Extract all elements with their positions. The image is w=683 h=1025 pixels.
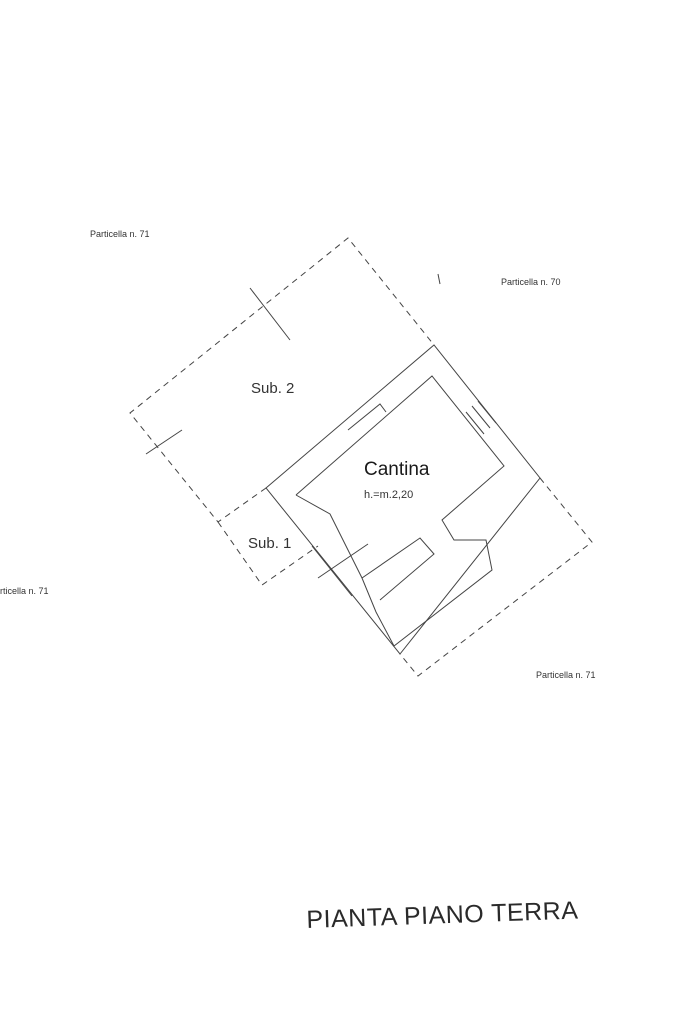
tick-mark-top [249, 287, 291, 341]
label-particella-71-top: Particella n. 71 [90, 229, 150, 239]
label-particella-70: Particella n. 70 [501, 277, 561, 287]
room-height: h.=m.2,20 [364, 489, 414, 501]
sub1-dashed-boundary [217, 521, 319, 586]
sub2-dashed-boundary [129, 237, 435, 523]
tick-mark-bottom-1 [317, 543, 369, 579]
courtyard-dashed-boundary [399, 477, 593, 677]
label-sub-2: Sub. 2 [251, 380, 295, 397]
inner-partition [361, 537, 435, 601]
label-particella-71-left: rticella n. 71 [0, 586, 49, 596]
room-name-cantina: Cantina [364, 459, 430, 480]
tick-mark-bottom-2 [311, 545, 353, 597]
label-particella-71-bottom: Particella n. 71 [536, 670, 596, 680]
tick-mark-left [145, 429, 183, 455]
arrow-mark [437, 273, 441, 285]
window-line-3 [477, 400, 497, 424]
window-line-2 [471, 405, 491, 429]
wall-niche [347, 403, 387, 431]
room-inner-wall [295, 375, 505, 647]
label-sub-1: Sub. 1 [248, 535, 292, 552]
building-outer-wall [265, 344, 541, 655]
window-line-1 [465, 411, 485, 435]
